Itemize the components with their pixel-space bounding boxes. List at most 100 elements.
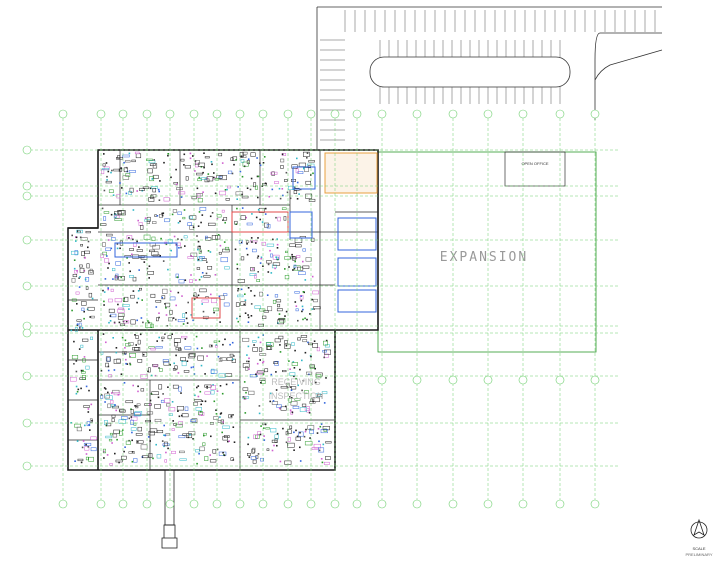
furniture-item — [125, 173, 131, 177]
furniture-item — [144, 403, 152, 406]
grid-bubble — [352, 499, 362, 509]
furniture-item — [299, 460, 302, 462]
grid-bubble — [118, 499, 128, 509]
furniture-item — [165, 243, 168, 246]
furniture-item — [289, 396, 291, 398]
furniture-item — [190, 366, 193, 369]
furniture-item — [90, 447, 97, 452]
furniture-item — [224, 189, 227, 191]
furniture-item — [294, 398, 301, 401]
furniture-item — [145, 420, 151, 423]
furniture-item — [217, 420, 222, 423]
furniture-item — [125, 166, 128, 169]
furniture-item — [134, 151, 140, 155]
furniture-item — [162, 443, 170, 446]
furniture-item — [205, 272, 208, 275]
furniture-item — [219, 416, 221, 418]
furniture-item — [198, 278, 201, 281]
furniture-item — [120, 167, 123, 169]
furniture-item — [139, 187, 145, 191]
furniture-item — [109, 315, 112, 317]
furniture-item — [270, 171, 278, 175]
furniture-item — [135, 405, 139, 409]
furniture-item — [229, 353, 234, 357]
furniture-item — [277, 319, 284, 325]
furniture-item — [280, 158, 285, 163]
furniture-item — [195, 449, 200, 453]
furniture-item — [179, 450, 185, 454]
furniture-item — [322, 443, 325, 446]
furniture-item — [200, 414, 203, 416]
furniture-item — [114, 215, 120, 219]
furniture-item — [125, 440, 131, 445]
furniture-item — [252, 347, 258, 352]
furniture-item — [128, 152, 131, 155]
furniture-item — [175, 304, 177, 307]
furniture-item — [178, 435, 186, 439]
furniture-item — [126, 257, 128, 259]
furniture-item — [130, 409, 134, 414]
furniture-item — [266, 345, 273, 350]
furniture-item — [177, 410, 179, 412]
furniture-item — [304, 406, 310, 411]
furniture-item — [263, 439, 266, 441]
furniture-item — [104, 393, 110, 399]
furniture-item — [298, 162, 306, 167]
furniture-item — [222, 248, 230, 253]
furniture-item — [269, 400, 271, 403]
furniture-item — [84, 278, 87, 281]
furniture-item — [220, 257, 228, 263]
furniture-item — [183, 370, 190, 373]
furniture-item — [255, 242, 257, 244]
furniture-item — [167, 268, 169, 271]
furniture-item — [91, 297, 94, 300]
furniture-item — [85, 231, 91, 234]
furniture-item — [234, 248, 237, 251]
furniture-item — [139, 287, 142, 291]
furniture-item — [102, 242, 106, 247]
furniture-item — [87, 240, 90, 243]
furniture-item — [249, 188, 252, 191]
furniture-item — [222, 219, 224, 221]
furniture-item — [210, 435, 212, 438]
furniture-item — [149, 403, 151, 406]
furniture-item — [221, 392, 224, 395]
furniture-item — [171, 401, 174, 403]
furniture-item — [323, 428, 327, 432]
furniture-item — [118, 168, 123, 172]
furniture-item — [293, 449, 295, 451]
furniture-item — [242, 151, 248, 155]
grid-bubble — [22, 418, 32, 428]
furniture-item — [147, 370, 149, 373]
furniture-item — [81, 301, 87, 306]
furniture-item — [223, 435, 230, 438]
grid-bubble — [96, 109, 106, 119]
furniture-item — [118, 419, 127, 424]
furniture-item — [242, 387, 249, 391]
furniture-item — [167, 386, 169, 388]
furniture-item — [312, 290, 319, 295]
furniture-item — [153, 159, 155, 161]
furniture-item — [83, 356, 86, 358]
furniture-item — [297, 171, 304, 174]
furniture-item — [248, 357, 250, 360]
furniture-item — [309, 429, 314, 434]
furniture-item — [84, 424, 86, 427]
furniture-item — [148, 265, 151, 267]
furniture-item — [270, 428, 277, 433]
furniture-item — [279, 344, 281, 346]
furniture-item — [296, 198, 299, 200]
furniture-item — [211, 298, 217, 304]
furniture-item — [257, 336, 260, 339]
furniture-item — [259, 262, 262, 264]
furniture-item — [211, 212, 214, 214]
furniture-item — [82, 369, 84, 372]
furniture-item — [75, 240, 77, 242]
furniture-item — [85, 385, 88, 388]
furniture-item — [304, 441, 313, 446]
furniture-item — [241, 155, 243, 158]
furniture-item — [227, 170, 233, 175]
furniture-item — [141, 455, 149, 459]
furniture-item — [319, 425, 322, 428]
furniture-item — [325, 456, 331, 460]
